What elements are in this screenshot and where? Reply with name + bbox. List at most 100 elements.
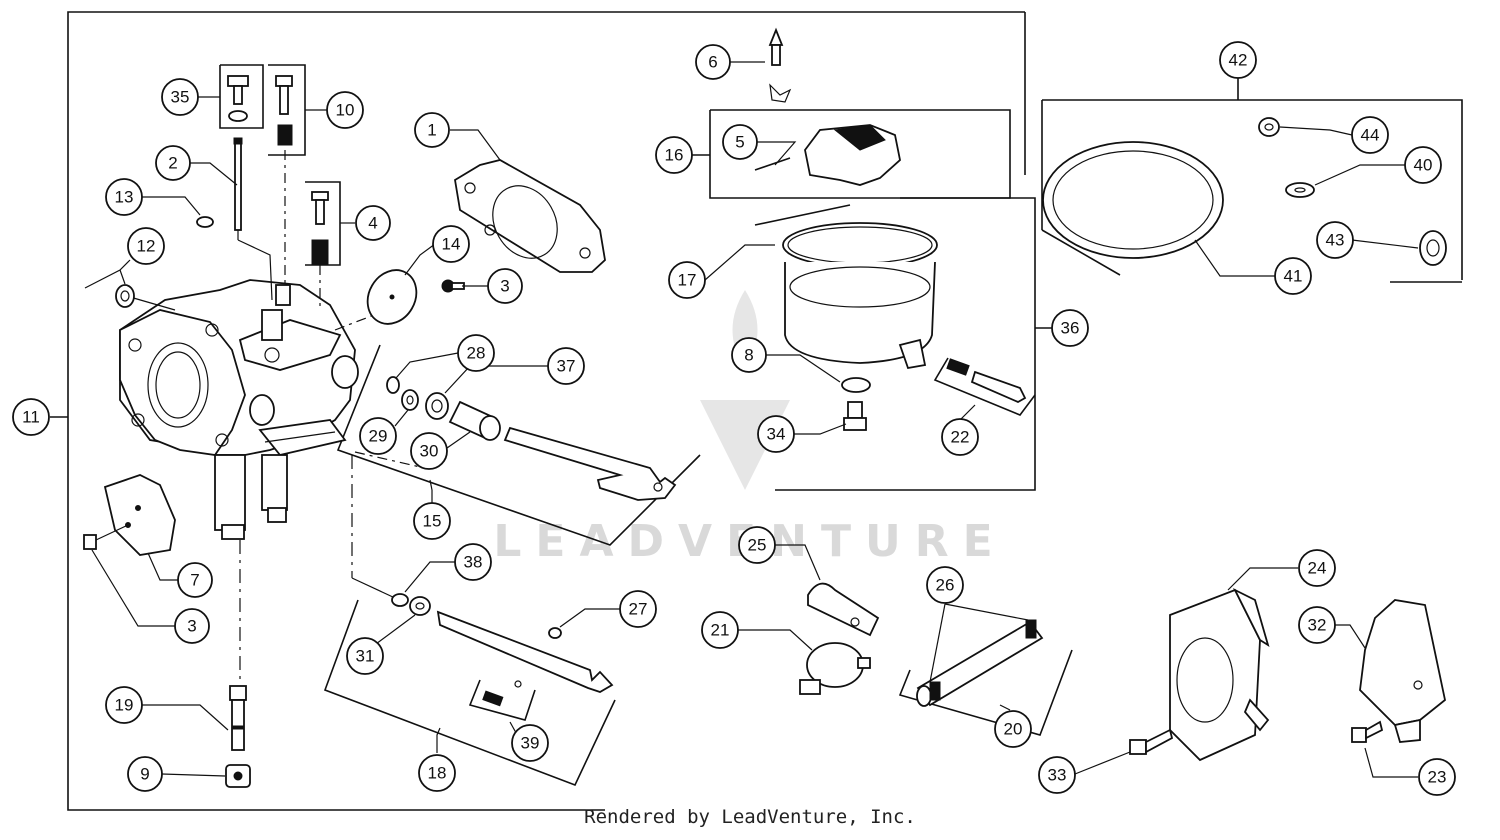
- part-21-fuel-filter: [799, 642, 871, 695]
- part-5-float-pin: [754, 157, 791, 171]
- part-24-fuel-pump: [1169, 587, 1270, 762]
- part-6-inlet-needle: [768, 27, 792, 103]
- part-15-throttle-shaft: [503, 426, 677, 501]
- svg-text:24: 24: [1308, 559, 1327, 578]
- svg-text:26: 26: [936, 576, 955, 595]
- part-23-screw: [1351, 720, 1384, 743]
- callout-27: 27: [619, 590, 657, 628]
- bracket-22: [933, 357, 1036, 416]
- alignment-lines: [129, 150, 421, 685]
- svg-text:31: 31: [356, 647, 375, 666]
- callout-16: 16: [655, 136, 693, 174]
- bracket-15: [336, 344, 701, 546]
- part-38-seal: [391, 593, 409, 607]
- svg-text:11: 11: [22, 408, 40, 427]
- callout-42: 42: [1219, 41, 1257, 79]
- callout-17: 17: [668, 261, 706, 299]
- part-41-o-ring: [1042, 141, 1224, 259]
- callout-21: 21: [701, 611, 739, 649]
- part-9-nut: [225, 764, 251, 788]
- svg-text:16: 16: [665, 146, 684, 165]
- svg-text:2: 2: [168, 154, 177, 173]
- part-3-screw-lower: [83, 524, 129, 550]
- svg-text:39: 39: [521, 734, 540, 753]
- part-32-bracket: [1359, 599, 1446, 743]
- part-40-washer: [1285, 182, 1315, 198]
- callout-9: 9: [127, 756, 163, 792]
- part-10-screw: [275, 75, 293, 146]
- callout-43: 43: [1316, 221, 1354, 259]
- callout-28: 28: [457, 334, 495, 372]
- svg-text:6: 6: [708, 53, 717, 72]
- svg-text:3: 3: [500, 277, 509, 296]
- callout-6: 6: [695, 44, 731, 80]
- svg-text:30: 30: [420, 442, 439, 461]
- carburetor-body: [119, 279, 359, 540]
- callout-8: 8: [731, 337, 767, 373]
- callout-3-lower: 3: [174, 608, 210, 644]
- part-29-washer: [401, 389, 419, 411]
- svg-text:38: 38: [464, 553, 483, 572]
- part-20-fuel-hose: [916, 620, 1044, 707]
- svg-text:8: 8: [744, 346, 753, 365]
- callout-10: 10: [326, 91, 364, 129]
- leader-lines: [84, 61, 1419, 778]
- callout-23: 23: [1418, 758, 1456, 796]
- part-2-needle: [233, 137, 243, 231]
- bracket-20: [898, 649, 1073, 736]
- kit-16-frame: [692, 109, 1011, 199]
- callout-4: 4: [355, 205, 391, 241]
- callout-30: 30: [410, 432, 448, 470]
- svg-text:21: 21: [711, 621, 730, 640]
- part-28-seal: [386, 376, 400, 394]
- svg-text:40: 40: [1414, 156, 1433, 175]
- part-8-washer: [841, 377, 871, 393]
- svg-text:27: 27: [629, 600, 648, 619]
- svg-text:9: 9: [140, 765, 149, 784]
- part-44-washer: [1258, 117, 1280, 137]
- svg-text:14: 14: [442, 235, 461, 254]
- svg-text:3: 3: [187, 617, 196, 636]
- part-22-screw-spring: [946, 358, 1027, 404]
- svg-text:12: 12: [137, 237, 156, 256]
- svg-text:43: 43: [1326, 231, 1345, 250]
- callout-32: 32: [1298, 606, 1336, 644]
- svg-text:37: 37: [557, 357, 576, 376]
- part-13-washer: [196, 216, 214, 228]
- callout-24: 24: [1298, 549, 1336, 587]
- part-26-hose-clamps: [929, 619, 1037, 701]
- bracket-39: [468, 679, 536, 721]
- callout-15: 15: [413, 502, 451, 540]
- callout-38: 38: [454, 543, 492, 581]
- main-assembly-frame: [50, 11, 1026, 811]
- svg-text:44: 44: [1361, 126, 1380, 145]
- part-18-choke-shaft: [436, 610, 614, 693]
- callout-34: 34: [757, 415, 795, 453]
- part-39-spring: [482, 680, 522, 707]
- callout-33: 33: [1038, 756, 1076, 794]
- callout-13: 13: [105, 178, 143, 216]
- bracket-18: [323, 599, 616, 787]
- callout-29: 29: [359, 417, 397, 455]
- part-37-seal: [425, 392, 449, 420]
- part-4-screw: [311, 191, 329, 265]
- part-16-float: [804, 124, 901, 186]
- part-12-plug: [115, 284, 135, 308]
- part-34-bolt: [843, 401, 867, 431]
- part-25-clamp: [807, 582, 880, 637]
- svg-text:7: 7: [190, 571, 199, 590]
- svg-text:13: 13: [115, 188, 134, 207]
- callout-36: 36: [1051, 309, 1089, 347]
- part-31-washer: [409, 596, 431, 616]
- svg-text:19: 19: [115, 696, 134, 715]
- svg-text:34: 34: [767, 425, 786, 444]
- callout-12: 12: [127, 227, 165, 265]
- svg-text:28: 28: [467, 344, 486, 363]
- callout-37: 37: [547, 347, 585, 385]
- part-36-bowl: [784, 261, 936, 370]
- svg-text:25: 25: [748, 536, 767, 555]
- callout-35: 35: [161, 78, 199, 116]
- callout-18: 18: [418, 754, 456, 792]
- callout-20: 20: [994, 710, 1032, 748]
